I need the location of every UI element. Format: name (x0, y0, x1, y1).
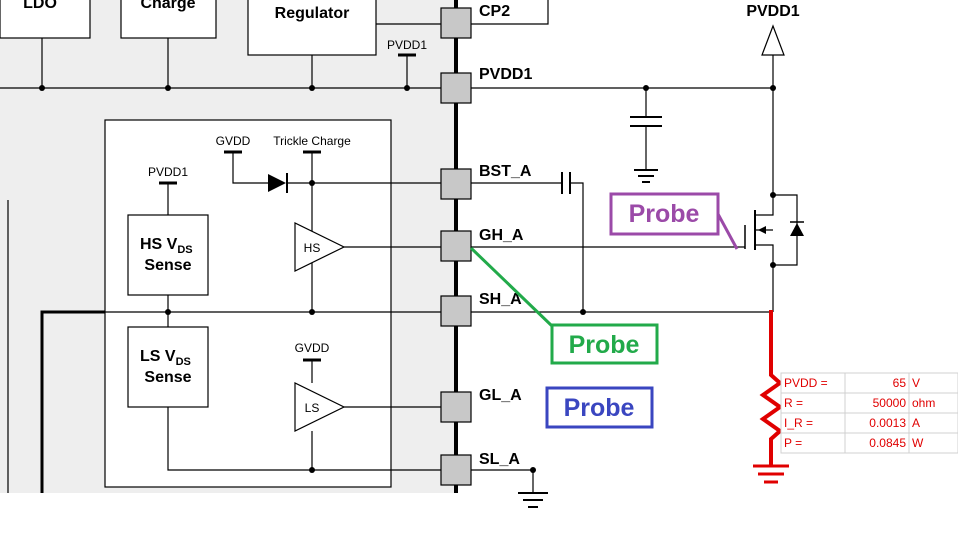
hs-sense-line1: HS VDS (140, 236, 193, 256)
calc-value: 50000 (873, 396, 907, 410)
pvdd1-sense-label: PVDD1 (148, 165, 188, 179)
calc-name: P = (784, 436, 802, 450)
ls-amp-label: LS (305, 401, 320, 415)
calc-unit: V (912, 376, 920, 390)
probe-blue-label: Probe (564, 394, 635, 422)
mosfet (744, 192, 804, 268)
red-resistor (753, 310, 789, 484)
calc-name: PVDD = (784, 376, 828, 390)
calc-value: 0.0013 (869, 416, 906, 430)
probe-green (550, 323, 659, 365)
calc-unit: W (912, 436, 924, 450)
probe-blue (545, 386, 654, 429)
trickle-charge-label: Trickle Charge (273, 134, 351, 148)
calc-value: 0.0845 (869, 436, 906, 450)
gvdd-top-label: GVDD (216, 134, 251, 148)
hs-sense-line2: Sense (144, 257, 191, 274)
pin-sh-a: SH_A (479, 291, 522, 308)
pin-sl-a: SL_A (479, 451, 520, 468)
gvdd-ls-label: GVDD (295, 341, 330, 355)
ls-vds-sense-block (127, 326, 209, 408)
probe-purple-label: Probe (629, 200, 700, 228)
regulator-label: Regulator (275, 5, 350, 22)
charge-block (120, 0, 217, 39)
hs-amp-label: HS (304, 241, 321, 255)
pin-cp2: CP2 (479, 3, 510, 20)
hs-vds-sense-block (127, 214, 209, 296)
gate-driver-box (104, 119, 392, 488)
calc-table: PVDD = 65 V R = 50000 ohm I_R = 0.0013 A… (780, 372, 958, 454)
ldo-block (0, 0, 91, 39)
bootstrap-diode (268, 174, 286, 192)
charge-label: Charge (140, 0, 195, 12)
ls-amplifier (294, 382, 346, 432)
probe-green-label: Probe (569, 331, 640, 359)
ls-sense-line2: Sense (144, 369, 191, 386)
pvdd1-supply-symbol (761, 24, 785, 56)
pin-bst-a: BST_A (479, 163, 532, 180)
hs-amplifier (294, 222, 346, 272)
calc-name: I_R = (784, 416, 813, 430)
calc-unit: ohm (912, 396, 935, 410)
pin-gl-a: GL_A (479, 387, 522, 404)
calc-unit: A (912, 416, 920, 430)
regulator-block (247, 0, 377, 56)
pvdd1-inner-label: PVDD1 (387, 38, 427, 52)
ls-sense-line1: LS VDS (140, 348, 191, 368)
pvdd1-top-label: PVDD1 (746, 3, 799, 20)
pin-pvdd1: PVDD1 (479, 66, 532, 83)
probe-purple (609, 192, 720, 236)
pin-gh-a: GH_A (479, 227, 524, 244)
ldo-label: LDO (23, 0, 57, 12)
calc-value: 65 (893, 376, 907, 390)
calc-name: R = (784, 396, 803, 410)
